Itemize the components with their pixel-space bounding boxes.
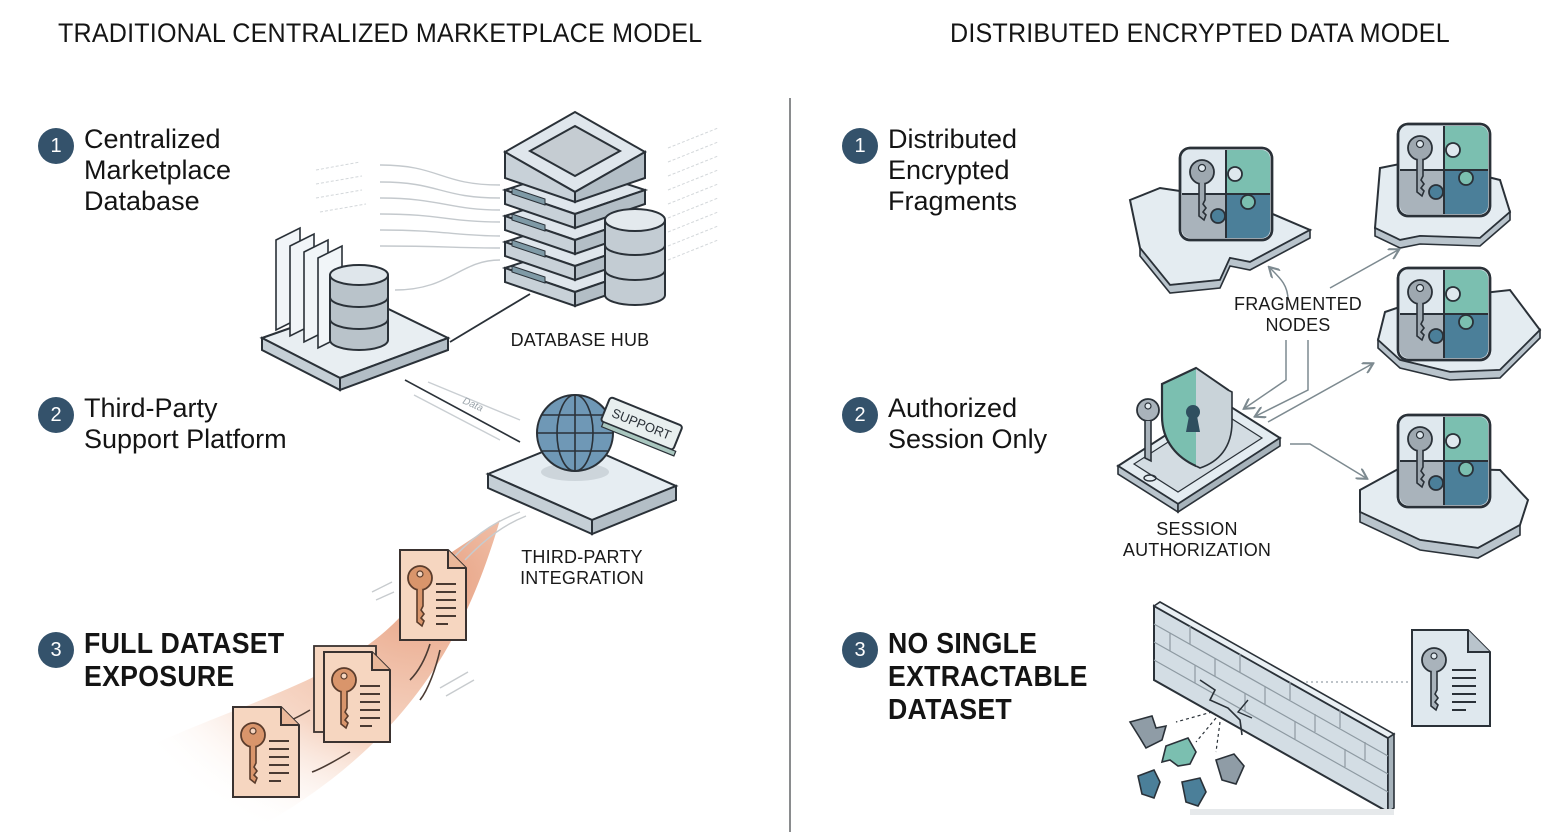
data-connector: Data: [404, 379, 521, 443]
globe-icon: [536, 394, 614, 472]
fragmented-nodes-caption: FRAGMENTED NODES: [1234, 294, 1362, 335]
step-badge: 1: [38, 128, 74, 164]
database-hub-caption: DATABASE HUB: [510, 330, 650, 350]
speed-lines: [371, 511, 527, 697]
exposure-stream: [120, 520, 500, 832]
encrypted-fragment-tile-icon: [1396, 122, 1492, 218]
left-step-3: 3 FULL DATASET EXPOSURE: [38, 628, 302, 694]
session-key-icon: [1136, 398, 1160, 463]
data-text-streaks: [315, 127, 719, 261]
data-stream-lines: [379, 164, 501, 291]
database-hub-server-icon: [501, 110, 666, 308]
right-step-1: 1 Distributed Encrypted Fragments: [842, 124, 1017, 217]
third-party-integration-caption: THIRD-PARTY INTEGRATION: [520, 547, 644, 588]
shield-lock-icon: [1160, 366, 1233, 469]
support-sign: SUPPORT: [600, 396, 683, 457]
fragment-node-4: [1359, 413, 1530, 559]
step-badge: 1: [842, 128, 878, 164]
step-label: Authorized Session Only: [888, 393, 1048, 454]
authorization-arrows: [1245, 250, 1398, 478]
fragment-node-2: [1373, 122, 1512, 249]
step-label: FULL DATASET EXPOSURE: [84, 628, 285, 693]
hub-database-cylinder-icon: [604, 208, 666, 306]
step-label: Centralized Marketplace Database: [84, 124, 232, 216]
connector-line: [449, 293, 531, 343]
right-panel-title: DISTRIBUTED ENCRYPTED DATA MODEL: [950, 18, 1450, 48]
scattered-puzzle-pieces: [1128, 715, 1245, 807]
session-authorization-caption: SESSION AUTHORIZATION: [1122, 519, 1272, 560]
left-panel-title: TRADITIONAL CENTRALIZED MARKETPLACE MODE…: [58, 18, 703, 48]
leaked-file-key-icon: [323, 651, 391, 743]
brick-wall-icon: [1152, 601, 1396, 815]
database-cylinder-icon: [329, 264, 389, 351]
fragment-node-3: [1376, 266, 1542, 381]
step-label: NO SINGLE EXTRACTABLE DATASET: [888, 628, 1088, 726]
protected-file-key-icon: [1411, 629, 1491, 727]
step-label: Third-Party Support Platform: [84, 393, 287, 454]
fragment-scatter-lines: [1175, 711, 1221, 753]
encrypted-fragment-tile-icon: [1396, 413, 1492, 509]
left-step-1: 1 Centralized Marketplace Database: [38, 124, 231, 217]
step-badge: 2: [842, 397, 878, 433]
document-stack-icon: [275, 226, 343, 350]
step-badge: 3: [842, 632, 878, 668]
step-label: Distributed Encrypted Fragments: [888, 124, 1018, 216]
panel-divider: [789, 98, 791, 832]
third-party-platform: SUPPORT: [485, 394, 683, 536]
local-database-platform: [259, 226, 451, 392]
leaked-file-key-icon: [399, 549, 467, 641]
step-badge: 2: [38, 397, 74, 433]
fragment-node-1: [1128, 146, 1313, 294]
right-step-3: 3 NO SINGLE EXTRACTABLE DATASET: [842, 628, 1105, 727]
step-badge: 3: [38, 632, 74, 668]
leaked-file-key-icon: [232, 706, 300, 798]
encrypted-fragment-tile-icon: [1178, 146, 1274, 242]
encrypted-fragment-tile-icon: [1396, 266, 1492, 362]
left-step-2: 2 Third-Party Support Platform: [38, 393, 287, 455]
right-step-2: 2 Authorized Session Only: [842, 393, 1047, 455]
